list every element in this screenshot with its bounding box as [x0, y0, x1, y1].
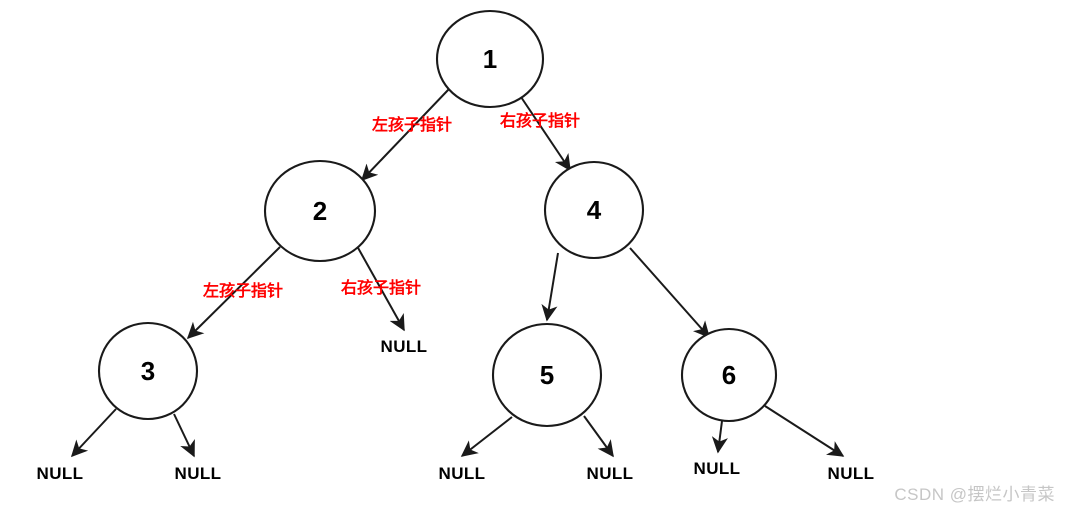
edge-node1-to-node2	[360, 88, 450, 182]
node-circle	[680, 327, 778, 423]
edge-node6-to-null-right	[764, 405, 845, 457]
null-leaf-node6-right: NULL	[828, 464, 875, 483]
null-leaf-node3-right: NULL	[175, 464, 222, 483]
tree-node-1[interactable]: 1	[435, 9, 545, 109]
node-value-label: 5	[540, 360, 554, 390]
csdn-watermark: CSDN @摆烂小青菜	[894, 485, 1055, 504]
null-leaf-node5-left: NULL	[439, 464, 486, 483]
tree-node-4[interactable]: 4	[543, 160, 645, 260]
right-child-pointer-label-node2: 右孩子指针	[341, 278, 421, 297]
edge-node5-to-null-right	[583, 415, 614, 458]
null-leaf-node6-left: NULL	[694, 459, 741, 478]
null-leaf-node3-left: NULL	[37, 464, 84, 483]
edge-node4-to-node6	[629, 247, 710, 339]
edge-node4-to-node5	[541, 252, 559, 322]
left-child-pointer-label-node2: 左孩子指针	[202, 281, 283, 300]
node-circle	[543, 160, 645, 260]
edge-node6-to-null-left	[711, 420, 728, 454]
tree-node-6[interactable]: 6	[680, 327, 778, 423]
right-child-pointer-label-node1: 右孩子指针	[500, 111, 580, 130]
edge-node1-to-node4	[520, 96, 571, 172]
null-leaf-group: NULL NULL NULL NULL NULL NULL NULL	[37, 337, 875, 483]
pointer-label-group: 左孩子指针 右孩子指针 左孩子指针 右孩子指针	[202, 111, 580, 300]
tree-node-2[interactable]: 2	[263, 159, 377, 263]
edge-node2-to-node3	[186, 246, 281, 340]
node-value-label: 1	[483, 44, 497, 74]
edge-node2-to-null	[356, 245, 405, 332]
node-circle	[263, 159, 377, 263]
tree-node-3[interactable]: 3	[97, 321, 199, 421]
null-leaf-node5-right: NULL	[587, 464, 634, 483]
node-value-label: 4	[587, 195, 602, 225]
node-value-label: 2	[313, 196, 327, 226]
edge-node3-to-null-right	[173, 413, 195, 458]
edge-node5-to-null-left	[460, 416, 513, 457]
null-leaf-node2-right: NULL	[381, 337, 428, 356]
node-circle	[491, 322, 603, 428]
edge-node3-to-null-left	[70, 408, 117, 458]
edge-group	[70, 88, 845, 458]
node-circle	[97, 321, 199, 421]
node-value-label: 6	[722, 360, 736, 390]
node-value-label: 3	[141, 356, 155, 386]
node-circle	[435, 9, 545, 109]
node-group: 1 2 4 3 5 6	[97, 9, 778, 428]
left-child-pointer-label-node1: 左孩子指针	[371, 115, 452, 134]
tree-node-5[interactable]: 5	[491, 322, 603, 428]
